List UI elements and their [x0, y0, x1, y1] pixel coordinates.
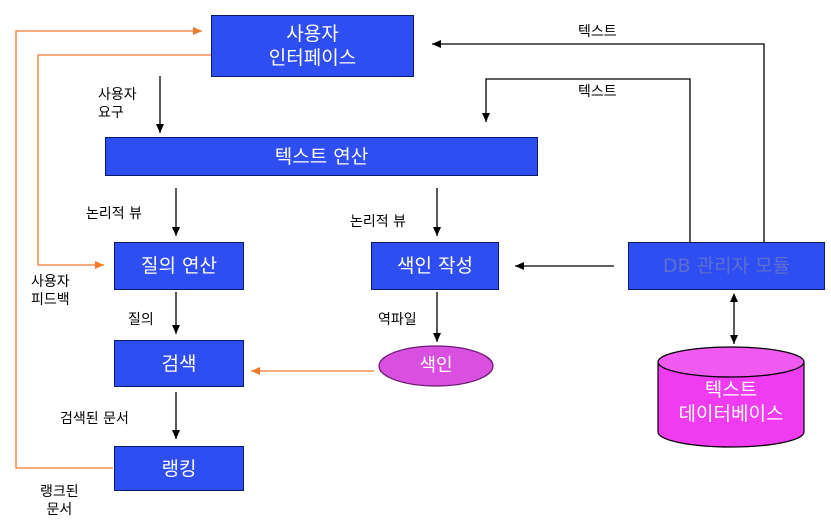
index-label: 색인	[419, 355, 453, 376]
query-operation-label: 질의 연산	[141, 255, 217, 277]
text-operation-label: 텍스트 연산	[274, 145, 369, 168]
arrow-ranking-to-ui	[15, 27, 202, 469]
label-user-feedback-line1: 사용자	[31, 274, 70, 290]
label-user-request: 사용자 요구	[98, 86, 137, 122]
label-text-top: 텍스트	[578, 24, 617, 40]
label-logical-view-left: 논리적 뷰	[86, 206, 142, 222]
db-manager-label: DB 관리자 모듈	[662, 255, 791, 277]
arrow-ui-to-query-op	[37, 54, 211, 269]
query-operation-box: 질의 연산	[114, 242, 244, 290]
label-logical-view-right: 논리적 뷰	[350, 214, 406, 230]
text-database-label: 텍스트 데이터베이스	[658, 378, 804, 426]
label-inverted-file: 역파일	[378, 312, 417, 328]
indexing-label: 색인 작성	[397, 255, 473, 277]
arrow-db-to-ui	[432, 40, 765, 242]
label-user-request-line1: 사용자	[98, 87, 137, 103]
label-user-feedback-line2: 피드백	[31, 292, 70, 308]
text-database-cylinder	[657, 346, 805, 448]
search-label: 검색	[161, 352, 197, 375]
label-retrieved-docs: 검색된 문서	[60, 411, 129, 427]
label-query: 질의	[128, 312, 154, 328]
label-user-request-line2: 요구	[98, 105, 124, 121]
search-box: 검색	[114, 340, 244, 387]
index-oval-shape	[378, 345, 494, 387]
indexing-box: 색인 작성	[371, 242, 499, 290]
text-operation-box: 텍스트 연산	[105, 137, 538, 176]
arrow-db-to-text-op	[482, 78, 691, 242]
label-text-second: 텍스트	[578, 84, 617, 100]
user-interface-box: 사용자 인터페이스	[211, 15, 414, 77]
ranking-box: 랭킹	[114, 446, 244, 491]
label-ranked-docs-line1: 랭크된	[40, 484, 79, 500]
text-database-line1: 텍스트	[704, 379, 758, 401]
user-interface-line1: 사용자	[286, 23, 339, 45]
label-ranked-docs-line2: 문서	[46, 502, 73, 518]
user-interface-line2: 인터페이스	[268, 47, 357, 69]
label-ranked-docs: 랭크된 문서	[40, 483, 79, 519]
text-database-line2: 데이터베이스	[678, 403, 784, 425]
db-manager-box: DB 관리자 모듈	[628, 242, 825, 290]
label-user-feedback: 사용자 피드백	[31, 273, 70, 309]
ranking-label: 랭킹	[161, 457, 197, 480]
